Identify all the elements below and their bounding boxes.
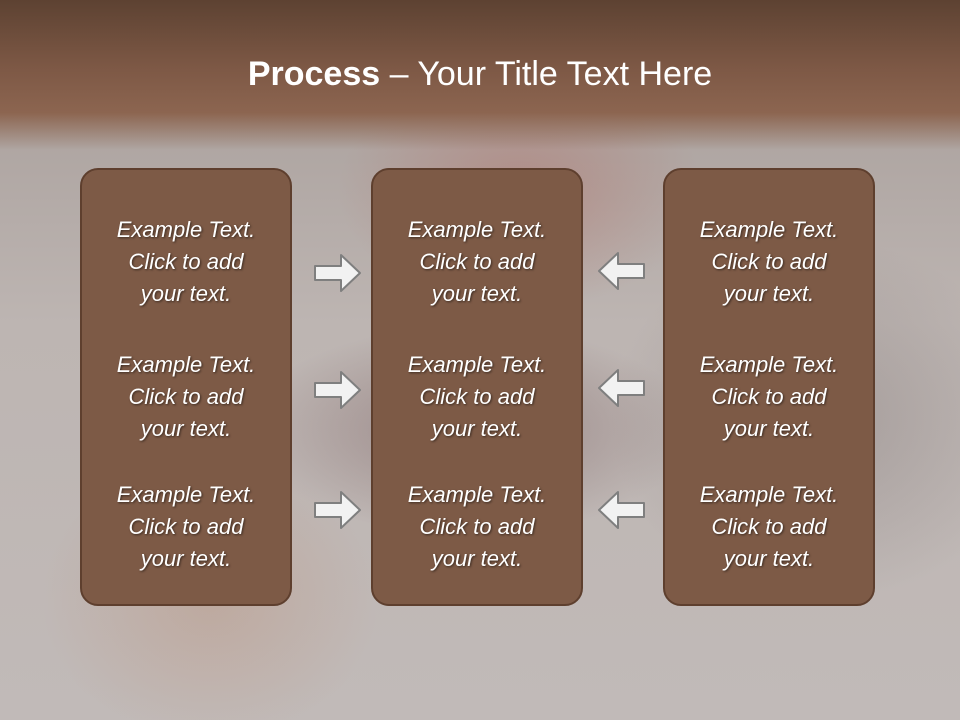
- title-bold: Process: [247, 55, 381, 93]
- text-block[interactable]: Example Text. Click to add your text.: [82, 479, 290, 575]
- text-block[interactable]: Example Text. Click to add your text.: [373, 214, 581, 310]
- text-line: Click to add: [419, 514, 535, 539]
- text-block[interactable]: Example Text. Click to add your text.: [373, 349, 581, 445]
- text-line: Click to add: [128, 249, 244, 274]
- text-block[interactable]: Example Text. Click to add your text.: [82, 214, 290, 310]
- text-line: Click to add: [128, 384, 244, 409]
- text-line: your text.: [140, 416, 232, 441]
- text-line: your text.: [723, 546, 815, 571]
- text-line: Click to add: [419, 249, 535, 274]
- text-line: Example Text.: [116, 482, 256, 507]
- text-line: Click to add: [711, 514, 827, 539]
- text-line: Click to add: [711, 249, 827, 274]
- text-line: Example Text.: [407, 352, 547, 377]
- text-line: your text.: [723, 416, 815, 441]
- text-line: Example Text.: [699, 352, 839, 377]
- text-line: Example Text.: [407, 217, 547, 242]
- arrow-right-icon: [314, 491, 361, 529]
- text-line: Click to add: [128, 514, 244, 539]
- text-line: your text.: [431, 546, 523, 571]
- arrow-left-icon: [598, 252, 645, 290]
- text-line: Example Text.: [407, 482, 547, 507]
- text-line: Click to add: [711, 384, 827, 409]
- text-line: your text.: [140, 281, 232, 306]
- text-block[interactable]: Example Text. Click to add your text.: [82, 349, 290, 445]
- slide-title[interactable]: Process – Your Title Text Here: [0, 52, 960, 96]
- text-block[interactable]: Example Text. Click to add your text.: [373, 479, 581, 575]
- title-rest: – Your Title Text Here: [380, 55, 713, 93]
- text-line: Example Text.: [116, 352, 256, 377]
- title-banner: [0, 0, 960, 150]
- arrow-left-icon: [598, 369, 645, 407]
- text-line: Example Text.: [699, 482, 839, 507]
- text-line: Example Text.: [116, 217, 256, 242]
- text-block[interactable]: Example Text. Click to add your text.: [665, 479, 873, 575]
- text-line: Example Text.: [699, 217, 839, 242]
- arrow-right-icon: [314, 371, 361, 409]
- text-line: your text.: [431, 416, 523, 441]
- panel-right[interactable]: Example Text. Click to add your text. Ex…: [663, 168, 875, 606]
- text-line: your text.: [723, 281, 815, 306]
- text-line: Click to add: [419, 384, 535, 409]
- text-block[interactable]: Example Text. Click to add your text.: [665, 349, 873, 445]
- panel-center[interactable]: Example Text. Click to add your text. Ex…: [371, 168, 583, 606]
- text-line: your text.: [431, 281, 523, 306]
- arrow-right-icon: [314, 254, 361, 292]
- text-line: your text.: [140, 546, 232, 571]
- panel-left[interactable]: Example Text. Click to add your text. Ex…: [80, 168, 292, 606]
- text-block[interactable]: Example Text. Click to add your text.: [665, 214, 873, 310]
- arrow-left-icon: [598, 491, 645, 529]
